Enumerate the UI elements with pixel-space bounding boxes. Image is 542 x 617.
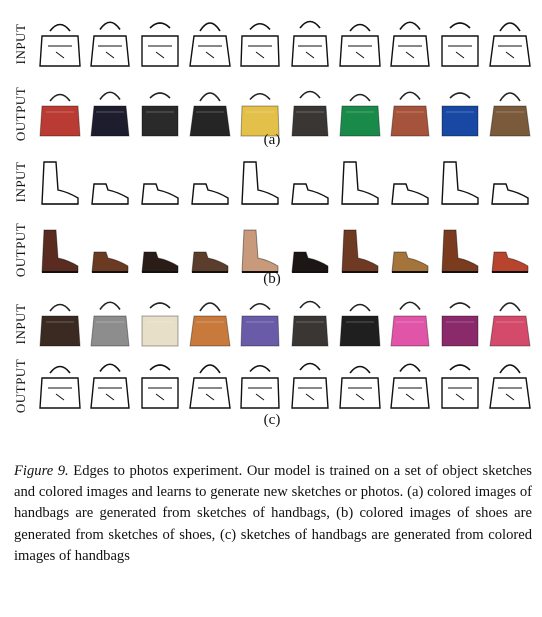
handbag-photo-thumbnail [286, 292, 334, 356]
panel-b-label: (b) [263, 271, 281, 287]
shoe-photo-thumbnail [136, 218, 184, 282]
handbag-photo-thumbnail [36, 82, 84, 146]
handbag-sketch-thumbnail [436, 12, 484, 76]
handbag-sketch-thumbnail [36, 12, 84, 76]
panel-a-input-cells [36, 12, 536, 76]
handbag-photo-thumbnail [436, 292, 484, 356]
handbag-sketch-thumbnail [36, 354, 84, 418]
handbag-photo-thumbnail [286, 82, 334, 146]
row-label: INPUT [13, 161, 28, 203]
panel-c-output-row: OUTPUT [8, 354, 536, 418]
handbag-sketch-thumbnail [336, 12, 384, 76]
handbag-photo-thumbnail [486, 82, 534, 146]
handbag-sketch-thumbnail [236, 12, 284, 76]
handbag-photo-thumbnail [236, 82, 284, 146]
shoe-sketch-thumbnail [286, 150, 334, 214]
handbag-sketch-thumbnail [186, 354, 234, 418]
panel-b-input-cells [36, 150, 536, 214]
shoe-sketch-thumbnail [336, 150, 384, 214]
handbag-sketch-thumbnail [136, 354, 184, 418]
handbag-photo-thumbnail [186, 82, 234, 146]
handbag-photo-thumbnail [86, 292, 134, 356]
shoe-sketch-thumbnail [36, 150, 84, 214]
shoe-photo-thumbnail [186, 218, 234, 282]
handbag-sketch-thumbnail [486, 12, 534, 76]
handbag-sketch-thumbnail [286, 354, 334, 418]
shoe-sketch-thumbnail [386, 150, 434, 214]
shoe-sketch-thumbnail [436, 150, 484, 214]
handbag-sketch-thumbnail [486, 354, 534, 418]
handbag-sketch-thumbnail [186, 12, 234, 76]
handbag-photo-thumbnail [386, 292, 434, 356]
handbag-sketch-thumbnail [286, 12, 334, 76]
handbag-photo-thumbnail [136, 82, 184, 146]
panel-b-output-cells [36, 218, 536, 282]
panel-a-label: (a) [263, 132, 281, 148]
shoe-photo-thumbnail [36, 218, 84, 282]
caption-text: Edges to photos experiment. Our model is… [14, 463, 532, 564]
handbag-photo-thumbnail [386, 82, 434, 146]
panel-c-label: (c) [263, 412, 281, 428]
handbag-sketch-thumbnail [336, 354, 384, 418]
row-label: INPUT [13, 303, 28, 345]
panel-a-input-row: INPUT [8, 12, 536, 76]
handbag-sketch-thumbnail [236, 354, 284, 418]
panel-a-output-cells [36, 82, 536, 146]
handbag-photo-thumbnail [136, 292, 184, 356]
shoe-sketch-thumbnail [186, 150, 234, 214]
shoe-photo-thumbnail [236, 218, 284, 282]
shoe-sketch-thumbnail [236, 150, 284, 214]
handbag-sketch-thumbnail [86, 354, 134, 418]
handbag-sketch-thumbnail [386, 12, 434, 76]
handbag-sketch-thumbnail [436, 354, 484, 418]
panel-b-input-row: INPUT [8, 150, 536, 214]
panel-a-output-row: OUTPUT [8, 82, 536, 146]
shoe-photo-thumbnail [486, 218, 534, 282]
figure-caption: Figure 9. Edges to photos experiment. Ou… [14, 461, 532, 567]
row-label: OUTPUT [13, 222, 28, 278]
row-label: OUTPUT [13, 358, 28, 414]
shoe-photo-thumbnail [86, 218, 134, 282]
handbag-photo-thumbnail [336, 292, 384, 356]
handbag-photo-thumbnail [86, 82, 134, 146]
handbag-sketch-thumbnail [86, 12, 134, 76]
shoe-photo-thumbnail [336, 218, 384, 282]
panel-c-output-cells [36, 354, 536, 418]
handbag-photo-thumbnail [436, 82, 484, 146]
shoe-photo-thumbnail [286, 218, 334, 282]
shoe-photo-thumbnail [386, 218, 434, 282]
handbag-photo-thumbnail [486, 292, 534, 356]
panel-c-input-cells [36, 292, 536, 356]
handbag-photo-thumbnail [186, 292, 234, 356]
handbag-photo-thumbnail [336, 82, 384, 146]
handbag-sketch-thumbnail [136, 12, 184, 76]
panel-c-input-row: INPUT [8, 292, 536, 356]
figure-label: Figure 9. [14, 463, 69, 479]
shoe-sketch-thumbnail [486, 150, 534, 214]
shoe-photo-thumbnail [436, 218, 484, 282]
shoe-sketch-thumbnail [136, 150, 184, 214]
handbag-photo-thumbnail [236, 292, 284, 356]
handbag-sketch-thumbnail [386, 354, 434, 418]
handbag-photo-thumbnail [36, 292, 84, 356]
panel-b-output-row: OUTPUT [8, 218, 536, 282]
row-label: INPUT [13, 23, 28, 65]
shoe-sketch-thumbnail [86, 150, 134, 214]
